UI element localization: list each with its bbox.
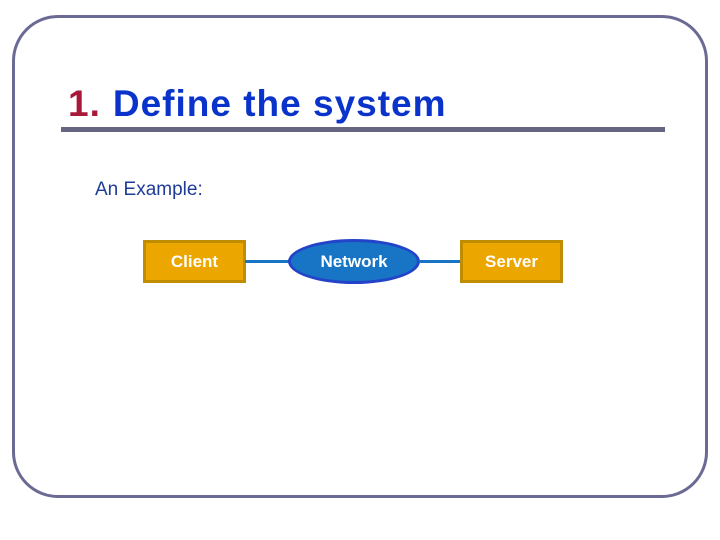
network-node-label: Network <box>320 251 388 271</box>
network-node: Network <box>288 239 420 284</box>
client-node-label: Client <box>170 251 219 271</box>
connector-network-server <box>419 260 461 263</box>
title-underline-rule <box>61 127 665 132</box>
title-text: Define the system <box>112 83 447 124</box>
client-node: Client <box>143 240 246 283</box>
server-node: Server <box>460 240 563 283</box>
connector-client-network <box>245 260 289 263</box>
example-label: An Example: <box>95 179 203 200</box>
page-title: 1. Define the system <box>68 83 447 125</box>
title-number: 1. <box>68 83 101 124</box>
slide-border-frame <box>12 15 708 498</box>
server-node-label: Server <box>485 251 538 271</box>
